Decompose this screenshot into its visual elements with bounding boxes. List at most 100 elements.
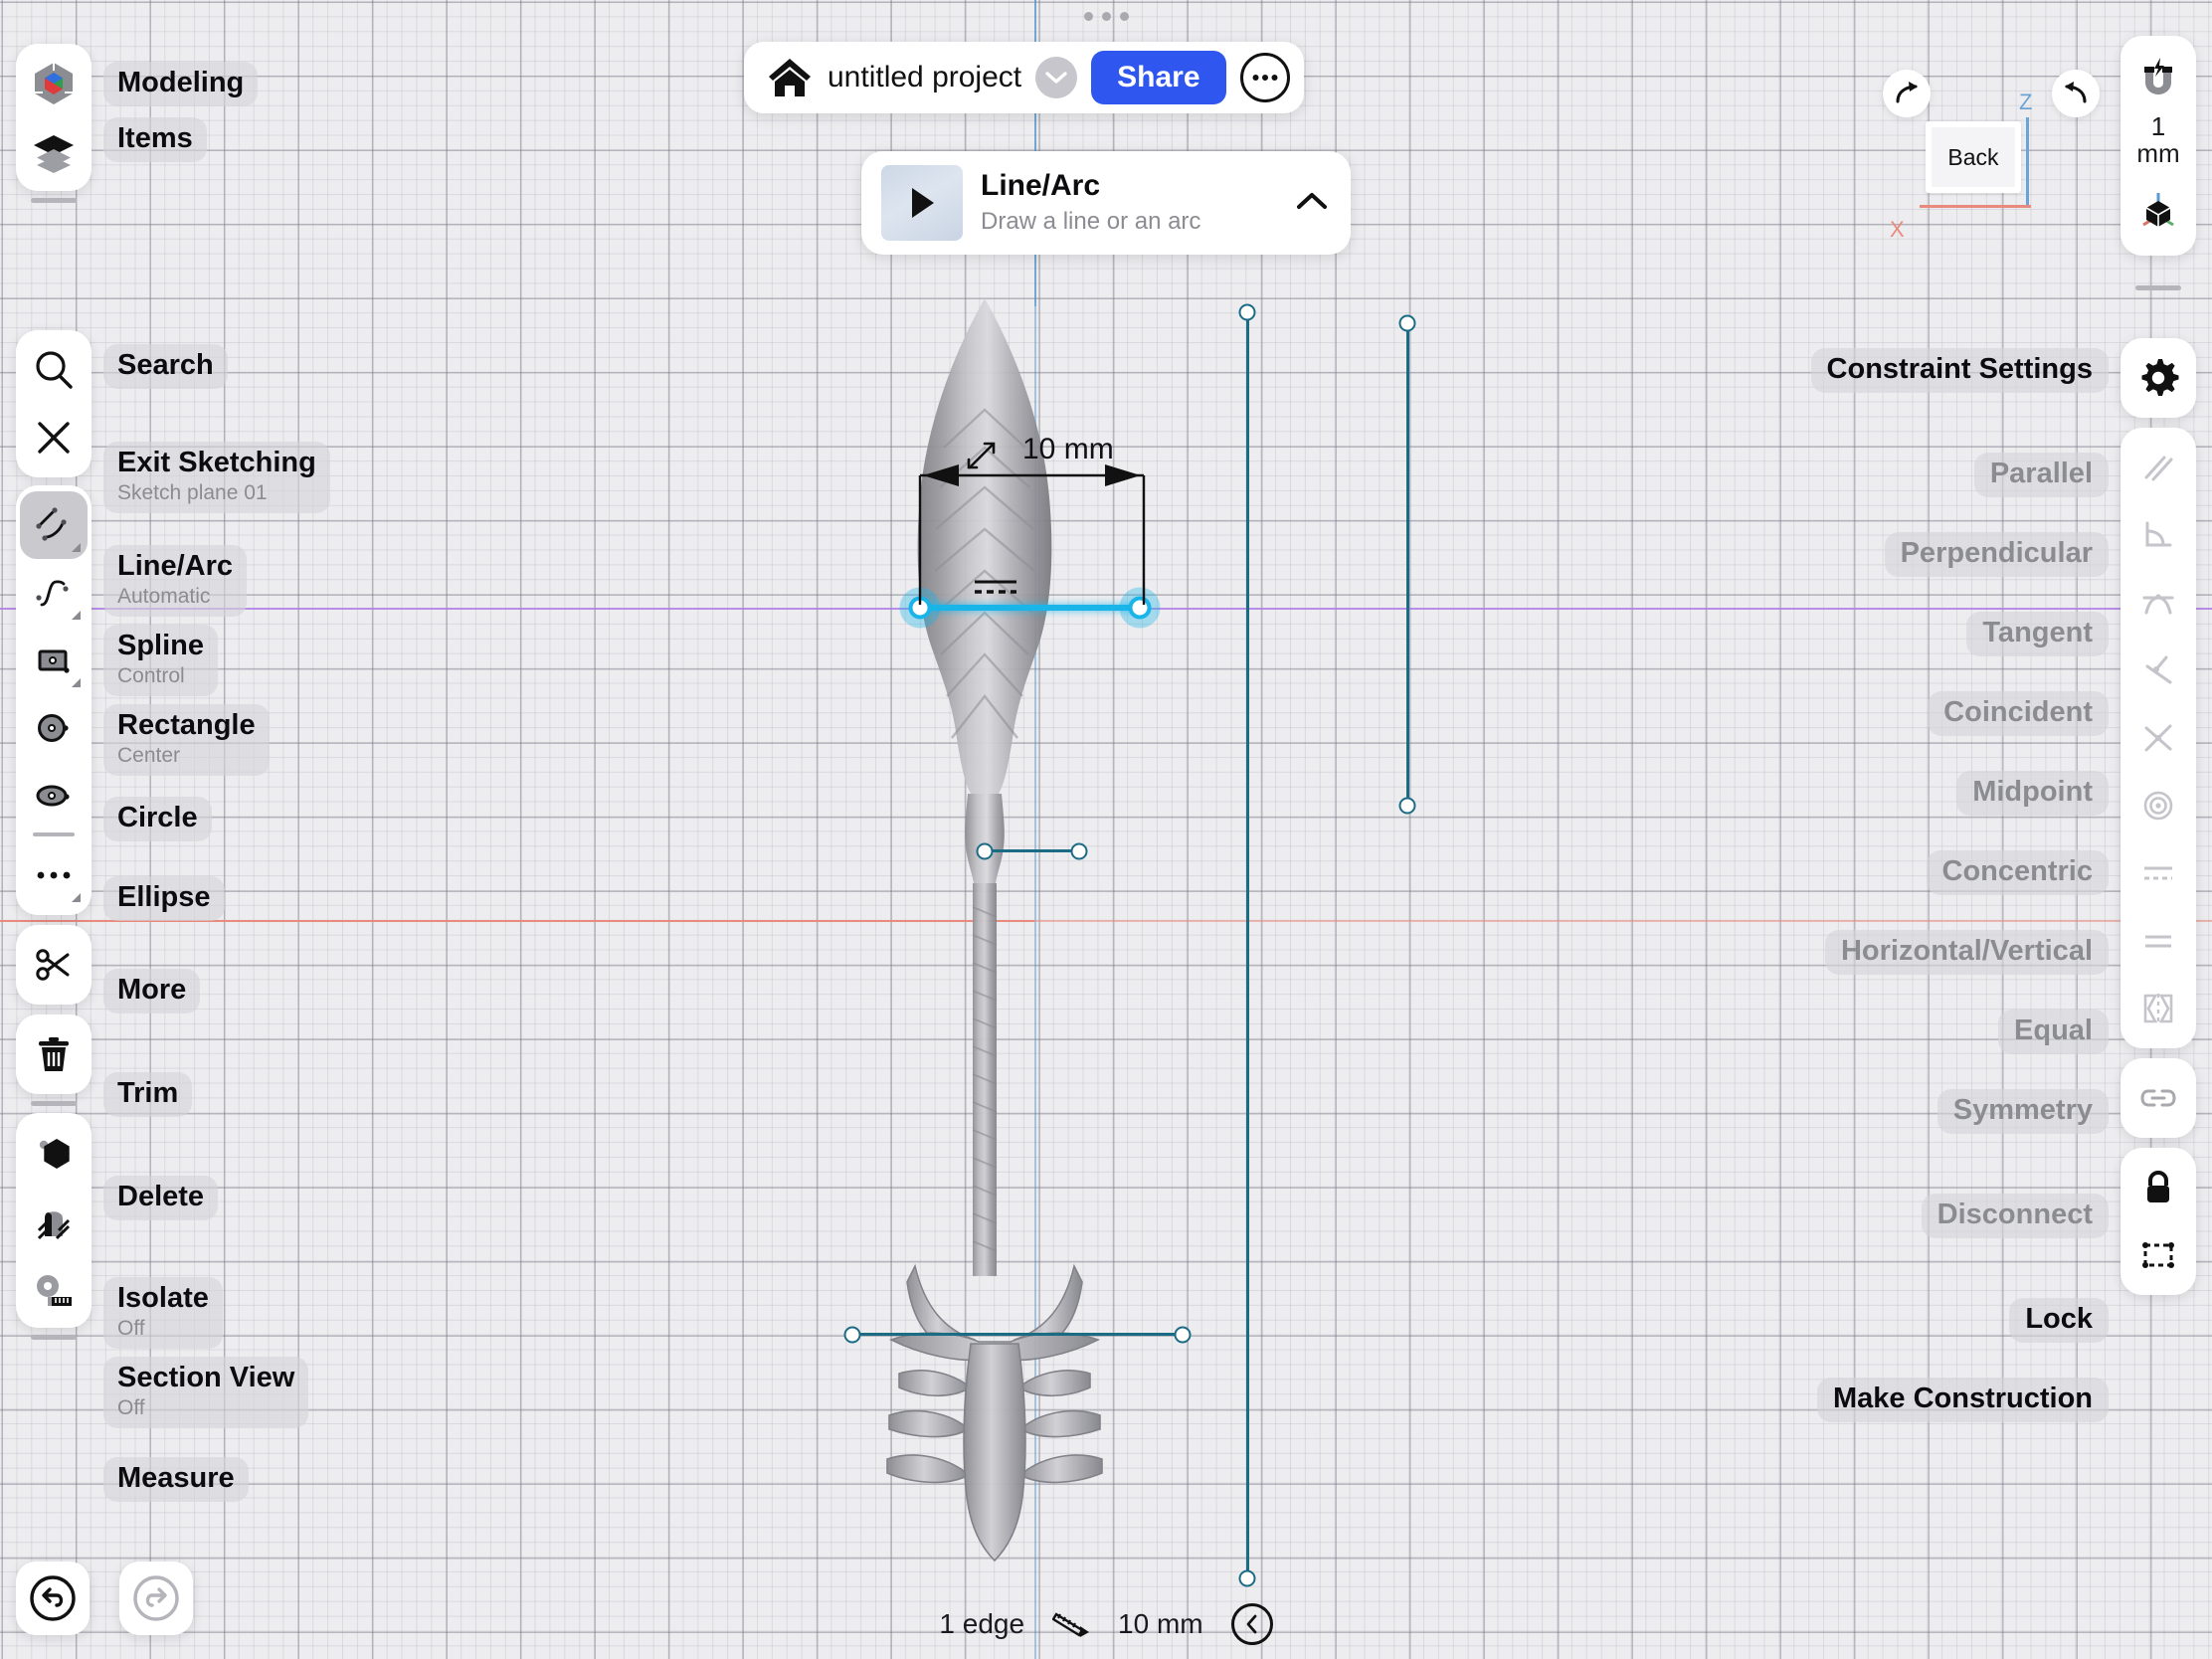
sketch-edge-guard[interactable] (852, 1333, 1184, 1336)
mode-rail-group (16, 44, 92, 191)
chevron-down-icon[interactable] (1035, 57, 1078, 98)
rail-grip-bottom[interactable] (31, 1335, 77, 1340)
sketch-point-shaft-left[interactable] (976, 842, 994, 860)
constraint-horizontal-vertical[interactable] (2124, 839, 2192, 907)
construction-constraint-glyph (973, 577, 1020, 604)
snap-unit-value[interactable]: 1 (2150, 111, 2166, 141)
sidebar-item-items[interactable] (20, 117, 88, 185)
sketch-point-shaft-right[interactable] (1070, 842, 1088, 860)
status-collapse-button[interactable] (1230, 1603, 1273, 1645)
sketch-point-vshort-top[interactable] (1398, 314, 1416, 332)
tool-rectangle[interactable] (20, 627, 88, 694)
sketch-edge-vertical-short[interactable] (1406, 323, 1409, 806)
constraint-make-construction[interactable] (2124, 1221, 2192, 1289)
axis-line-red-right (1034, 920, 2212, 922)
sketch-point-guard-left[interactable] (843, 1326, 861, 1344)
tool-options-corner[interactable] (72, 893, 81, 902)
tool-hint-text: Line/Arc Draw a line or an arc (981, 169, 1275, 237)
tool-line-arc[interactable] (20, 491, 88, 559)
undo-icon (30, 1575, 76, 1621)
tangent-icon (2142, 594, 2174, 615)
axis-label-z: Z (2019, 90, 2033, 114)
constraint-tangent[interactable] (2124, 569, 2192, 637)
constraint-lock[interactable] (2124, 1154, 2192, 1221)
view-redo-button[interactable] (1883, 70, 1931, 117)
sketch-edge-vertical-long[interactable] (1246, 312, 1249, 1579)
ellipse-icon (36, 785, 70, 807)
tool-ellipse[interactable] (20, 762, 88, 830)
constraint-group-disconnect (2120, 1058, 2196, 1138)
tool-options-corner[interactable] (72, 611, 81, 620)
tool-options-corner[interactable] (72, 543, 81, 552)
sketch-point-vshort-bottom[interactable] (1398, 797, 1416, 815)
home-icon[interactable] (766, 55, 814, 100)
tool-measure[interactable] (20, 1254, 88, 1322)
sketch-plane-indicator[interactable]: Back (1926, 121, 2021, 193)
tool-circle[interactable] (20, 694, 88, 762)
concentric-icon (2143, 791, 2173, 821)
sketch-point-right-selected[interactable] (1128, 596, 1152, 620)
tool-trim[interactable] (20, 931, 88, 999)
view-undo-button[interactable] (2052, 70, 2100, 117)
dimension-label[interactable]: 10 mm (1022, 433, 1114, 465)
constraint-disconnect[interactable] (2124, 1064, 2192, 1132)
sketch-point-guard-right[interactable] (1174, 1326, 1192, 1344)
constraint-symmetry[interactable] (2124, 975, 2192, 1042)
window-drag-handle[interactable] (1084, 12, 1129, 21)
constraint-midpoint[interactable] (2124, 704, 2192, 772)
sketch-edge-selected[interactable] (920, 605, 1144, 611)
tool-more[interactable] (20, 841, 88, 909)
tool-exit-sketching[interactable] (20, 404, 88, 471)
tool-hint-card[interactable]: Line/Arc Draw a line or an arc (861, 151, 1351, 255)
perpendicular-icon (2145, 521, 2172, 547)
equal-icon (2145, 935, 2171, 948)
magnet-snap-toggle[interactable] (2124, 46, 2192, 113)
circle-icon (38, 714, 69, 742)
snap-unit-name[interactable]: mm (2136, 138, 2180, 169)
constraint-coincident[interactable] (2124, 637, 2192, 704)
constraint-settings-button[interactable] (2124, 344, 2192, 412)
spline-icon (36, 580, 69, 607)
constraint-perpendicular[interactable] (2124, 501, 2192, 569)
chevron-up-icon[interactable] (1293, 189, 1331, 218)
parallel-icon (2144, 456, 2173, 481)
constraint-group-lock (2120, 1148, 2196, 1295)
sketch-point-vertical-top[interactable] (1238, 303, 1256, 321)
constraint-concentric[interactable] (2124, 772, 2192, 839)
plane-axis-x (1920, 205, 2031, 208)
midpoint-icon (2144, 724, 2172, 752)
undo-button[interactable] (16, 1562, 90, 1635)
sketch-point-vertical-bottom[interactable] (1238, 1569, 1256, 1587)
drag-dot (1102, 12, 1111, 21)
tool-section-view[interactable] (20, 1187, 88, 1254)
resize-arrows-icon[interactable] (963, 438, 999, 478)
more-options-icon[interactable] (1239, 53, 1290, 102)
tool-group-view (16, 1113, 92, 1328)
drag-dot (1084, 12, 1093, 21)
tool-delete[interactable] (20, 1020, 88, 1088)
tool-isolate[interactable] (20, 1119, 88, 1187)
tool-search[interactable] (20, 336, 88, 404)
model-guard (855, 1248, 1134, 1567)
unit-panel-grip[interactable] (2135, 285, 2181, 290)
orientation-cube-icon[interactable] (2124, 176, 2192, 244)
share-button[interactable]: Share (1091, 51, 1226, 104)
rail-grip-lower[interactable] (31, 1101, 77, 1106)
rail-grip[interactable] (31, 198, 77, 203)
line-arc-icon (36, 507, 67, 541)
tool-options-corner[interactable] (72, 678, 81, 687)
sketch-edge-shaft[interactable] (985, 849, 1079, 852)
redo-button[interactable] (119, 1562, 193, 1635)
constraint-equal[interactable] (2124, 907, 2192, 975)
tool-spline[interactable] (20, 559, 88, 627)
tool-group-divider (33, 832, 75, 836)
sidebar-item-modeling[interactable] (20, 50, 88, 117)
layers-icon (34, 135, 74, 173)
play-video-thumbnail[interactable] (881, 165, 963, 241)
project-title[interactable]: untitled project (828, 61, 1022, 93)
constraint-parallel[interactable] (2124, 434, 2192, 501)
close-icon (38, 422, 70, 454)
dimension-annotation[interactable] (915, 438, 1154, 617)
redo-icon (133, 1575, 179, 1621)
